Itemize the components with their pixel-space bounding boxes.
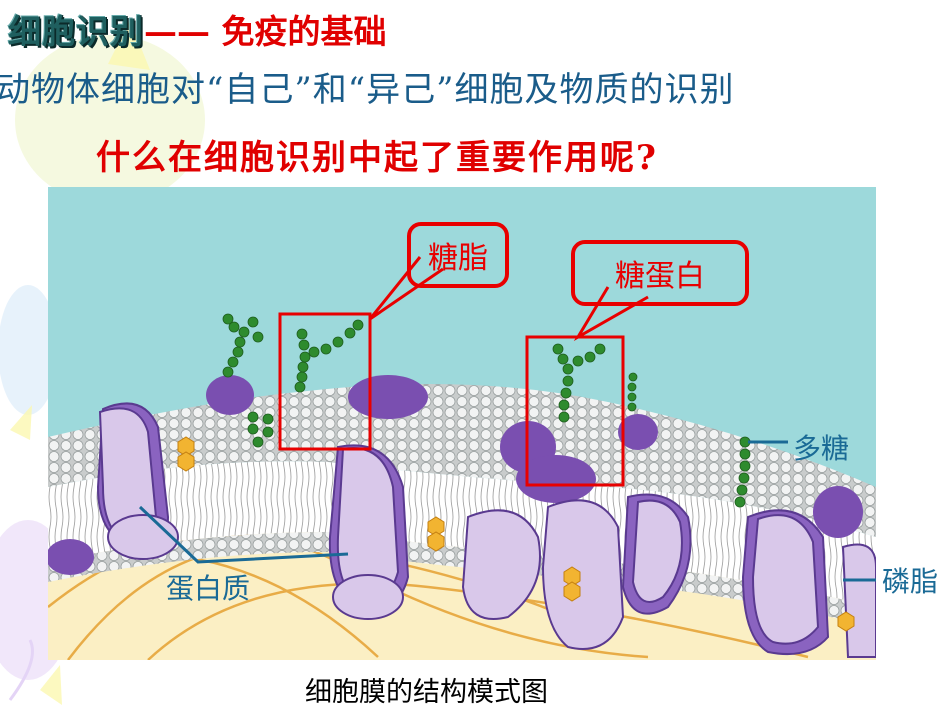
slide-title: 细胞识别—— 免疫的基础 xyxy=(8,10,387,54)
callout-glycolipid-label: 糖脂 xyxy=(428,241,488,276)
question-text: 什么在细胞识别中起了重要作用呢? xyxy=(96,138,658,178)
callout-glycoprotein: 糖蛋白 xyxy=(571,240,749,306)
definition-text: 动物体细胞对“自己”和“异己”细胞及物质的识别 xyxy=(0,70,735,110)
figure-caption: 细胞膜的结构模式图 xyxy=(305,677,548,708)
label-protein: 蛋白质 xyxy=(166,572,251,605)
membrane-illustration xyxy=(48,256,876,660)
title-main: 细胞识别 xyxy=(8,12,144,51)
title-dash: —— xyxy=(144,12,222,51)
label-phospholipid: 磷脂 xyxy=(882,565,939,598)
title-sub: 免疫的基础 xyxy=(221,12,387,51)
callout-glycolipid: 糖脂 xyxy=(407,222,509,288)
callout-glycoprotein-label: 糖蛋白 xyxy=(615,259,705,294)
cell-membrane-diagram: 糖脂 糖蛋白 多糖 蛋白质 xyxy=(48,187,876,660)
label-polysaccharide: 多糖 xyxy=(793,432,850,465)
